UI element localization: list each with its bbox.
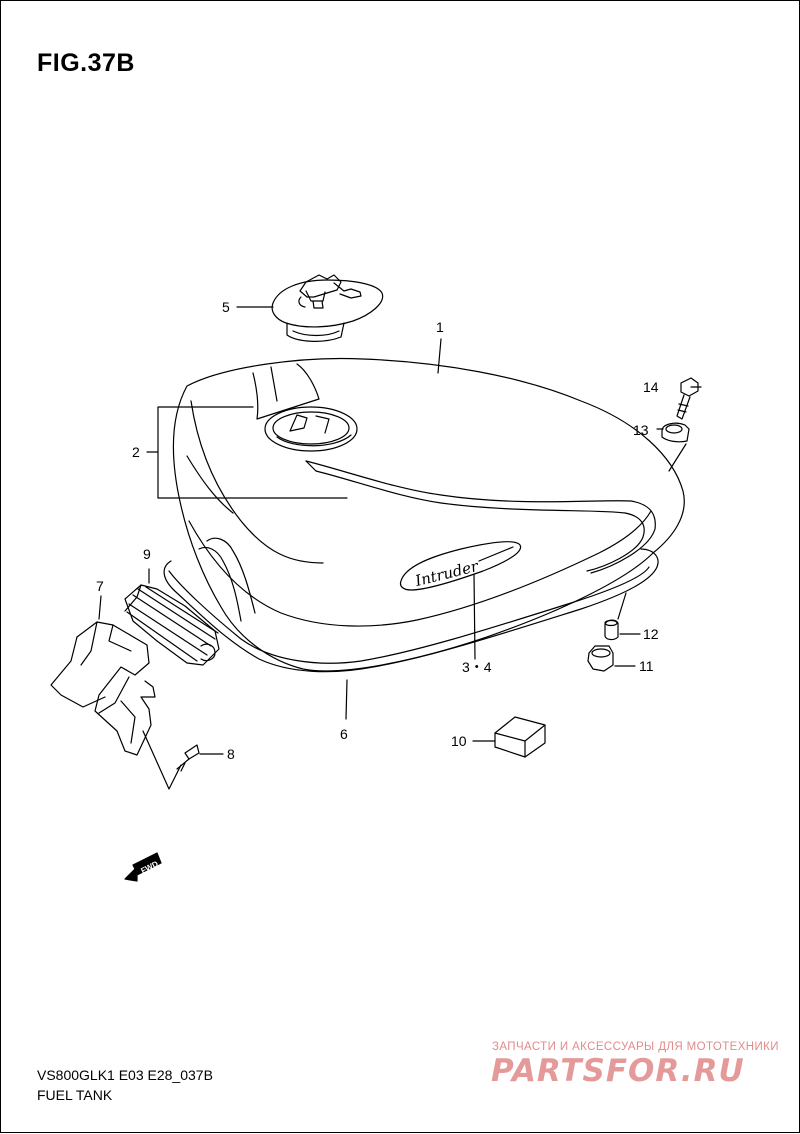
tank-protector-part[interactable] <box>163 537 659 673</box>
callout-11: 11 <box>639 658 654 674</box>
watermark-tagline: ЗАПЧАСТИ И АКСЕССУАРЫ ДЛЯ МОТОТЕХНИКИ <box>492 1041 779 1053</box>
callout-12: 12 <box>643 626 659 642</box>
callout-6: 6 <box>340 726 348 742</box>
tank-emblem-part[interactable]: Intruder <box>399 541 522 591</box>
forward-arrow-icon: FWD <box>124 852 162 882</box>
grommet-part[interactable] <box>587 645 614 672</box>
callout-2: 2 <box>132 444 140 460</box>
fuel-tank-part[interactable] <box>172 357 685 672</box>
callout-8: 8 <box>227 746 235 762</box>
bolt-part[interactable] <box>676 377 699 420</box>
mounting-bracket-part[interactable] <box>50 621 156 756</box>
pad-part[interactable] <box>494 716 546 758</box>
screw-part[interactable] <box>176 744 200 772</box>
watermark-site: PARTSFOR.RU <box>491 1053 745 1089</box>
callout-13: 13 <box>633 422 649 438</box>
callout-14: 14 <box>643 379 659 395</box>
figure-title: FIG.37B <box>37 49 135 77</box>
spacer-part[interactable] <box>604 619 619 641</box>
callout-7: 7 <box>96 578 104 594</box>
model-code: VS800GLK1 E03 E28_037B <box>37 1067 213 1083</box>
leader-lines <box>98 306 702 790</box>
callout-3-4: 3・4 <box>462 659 492 675</box>
callout-1: 1 <box>436 319 444 335</box>
cushion-part[interactable] <box>661 422 690 443</box>
fuel-cap-part[interactable] <box>271 274 384 342</box>
callout-5: 5 <box>222 299 230 315</box>
callout-labels: 5 1 2 14 13 9 7 8 3・4 6 12 11 10 <box>96 299 659 762</box>
callout-9: 9 <box>143 546 151 562</box>
callout-10: 10 <box>451 733 467 749</box>
rubber-cushion-part[interactable] <box>124 584 220 666</box>
part-group-name: FUEL TANK <box>37 1087 113 1103</box>
